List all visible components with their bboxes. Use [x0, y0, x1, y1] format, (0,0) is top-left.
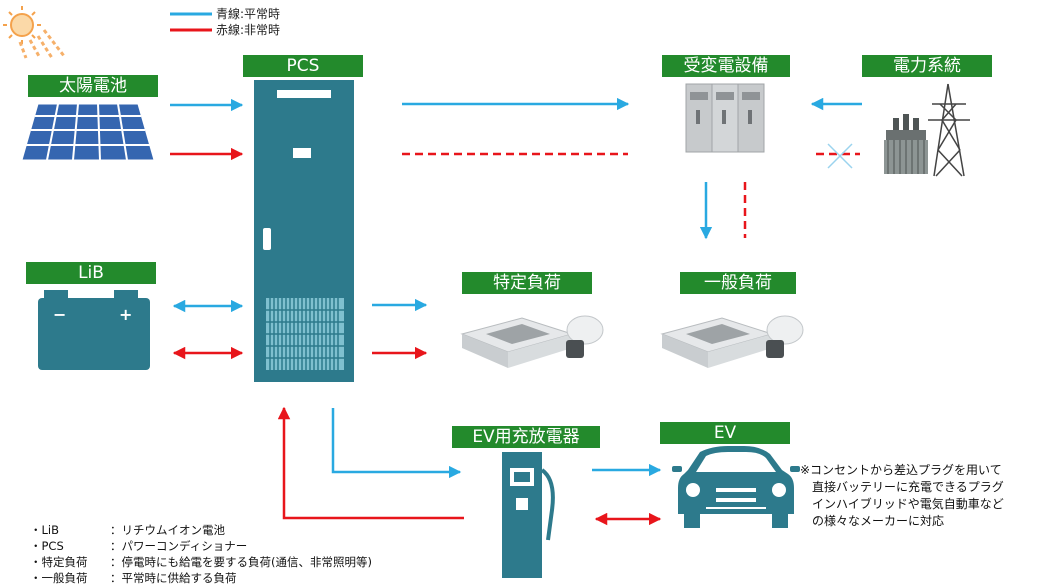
- glossary-term: ・特定負荷: [30, 555, 88, 569]
- glossary-term: ・一般負荷: [30, 571, 88, 585]
- solar-panel-icon: [21, 103, 155, 161]
- glossary-row: ・一般負荷 ：平常時に供給する負荷: [30, 571, 237, 586]
- label-solar: 太陽電池: [28, 75, 158, 97]
- glossary-term: ・LiB: [30, 523, 59, 537]
- power-pylon-icon: [928, 83, 970, 177]
- pcs-cabinet-icon: [254, 80, 354, 382]
- ev-charger-to-pcs-emergency: [277, 406, 464, 520]
- battery-minus-sign: −: [53, 305, 67, 324]
- pcs-to-ev-charger-normal: [331, 408, 462, 479]
- light-bulb-icon: [766, 315, 804, 358]
- legend-normal-text: 青線:平常時: [216, 7, 281, 21]
- label-ev: EV: [660, 422, 790, 444]
- glossary-definition: ：平常時に供給する負荷: [110, 571, 237, 585]
- glossary-definition: ：パワーコンディショナー: [110, 539, 248, 553]
- glossary-definition: ：停電時にも給電を要する負荷(通信、非常照明等): [110, 555, 372, 569]
- air-conditioner-icon: [460, 317, 574, 368]
- light-bulb-icon: [566, 315, 604, 358]
- legend-emergency-text: 赤線:非常時: [216, 23, 281, 37]
- glossary-row: ・特定負荷 ：停電時にも給電を要する負荷(通信、非常照明等): [30, 555, 372, 570]
- label-general-load: 一般負荷: [680, 272, 796, 294]
- compatibility-note: ※コンセントから差込プラグを用いて 直接バッテリーに充電できるプラグ インハイブ…: [800, 463, 1004, 528]
- normal-flow-lines: [170, 97, 862, 479]
- transformer-icon: [884, 114, 928, 174]
- battery-icon: [38, 290, 150, 370]
- glossary-definition: ：リチウムイオン電池: [110, 523, 225, 537]
- label-lib: LiB: [26, 262, 156, 284]
- substation-equipment-icon: [685, 83, 765, 153]
- ev-charger-icon: [502, 452, 555, 578]
- glossary-row: ・LiB ：リチウムイオン電池: [30, 523, 225, 538]
- label-substation: 受変電設備: [662, 55, 790, 77]
- glossary-row: ・PCS ：パワーコンディショナー: [30, 539, 247, 554]
- sun-icon: [3, 6, 66, 59]
- battery-plus-sign: +: [119, 305, 133, 324]
- cut-mark-icon: [827, 143, 853, 169]
- glossary-term: ・PCS: [30, 539, 64, 553]
- emergency-flow-lines: [170, 147, 860, 526]
- label-grid: 電力系統: [862, 55, 992, 77]
- air-conditioner-icon: [660, 317, 774, 368]
- label-pcs: PCS: [243, 55, 363, 77]
- electric-car-icon: [672, 446, 800, 528]
- label-specific-load: 特定負荷: [462, 272, 592, 294]
- label-ev-charger: EV用充放電器: [452, 426, 600, 448]
